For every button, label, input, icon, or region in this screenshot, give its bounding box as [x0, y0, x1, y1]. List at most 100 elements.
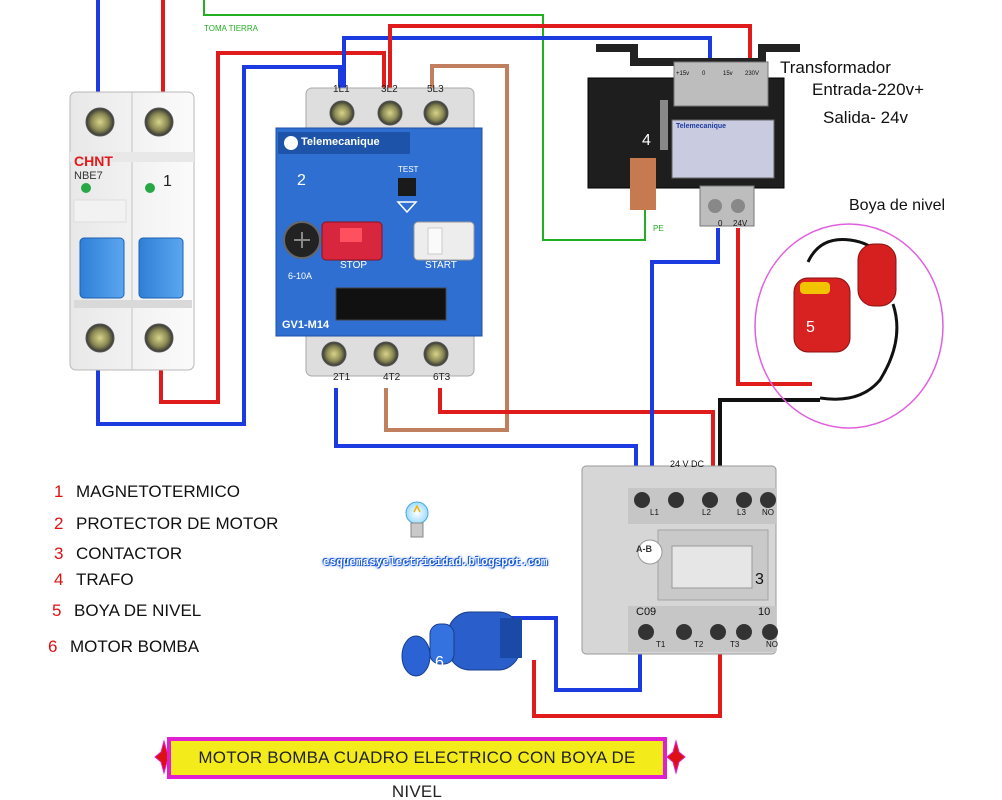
terminal-screw	[710, 624, 726, 640]
wire-trafo-red	[388, 24, 752, 90]
legend-number: 6	[48, 637, 58, 656]
terminal-screw	[423, 341, 449, 367]
test-label: TEST	[398, 165, 419, 174]
terminal-screw	[423, 100, 449, 126]
terminal-label: 2T1	[333, 372, 351, 383]
contactor	[581, 465, 778, 655]
terminal-screw	[736, 492, 752, 508]
ground-label: TOMA TIERRA	[204, 24, 258, 33]
legend-item: 2 PROTECTOR DE MOTOR	[54, 514, 278, 534]
terminal-screw	[321, 341, 347, 367]
terminal-screw	[329, 100, 355, 126]
transformer-in-terminal: +15v	[676, 71, 690, 77]
transformer-number: 4	[642, 132, 651, 149]
terminal-screw	[373, 341, 399, 367]
wire-breaker-blue	[96, 65, 342, 426]
legend-number: 2	[54, 514, 64, 533]
contactor-terminal: T3	[730, 640, 740, 649]
breaker-number: 1	[163, 173, 172, 190]
transformer-title: Transformador	[780, 58, 891, 77]
wire-motor-blue	[500, 616, 642, 692]
legend-number: 4	[54, 570, 64, 589]
terminal-label: 3L2	[381, 84, 398, 95]
wire-coil-blue	[650, 228, 720, 470]
wire-brown	[384, 64, 509, 432]
legend-text: TRAFO	[76, 570, 134, 589]
start-label: START	[425, 260, 457, 271]
pump-motor	[401, 611, 522, 677]
contactor-model: C09	[636, 606, 657, 618]
transformer-in-terminal: 230V	[745, 71, 760, 77]
legend-item: 5 BOYA DE NIVEL	[52, 601, 201, 621]
legend-number: 5	[52, 601, 62, 620]
transformer-out-terminal: 24V	[733, 219, 748, 228]
legend-item: 3 CONTACTOR	[54, 544, 182, 564]
toggle-right	[138, 237, 184, 299]
contactor-terminal: L3	[737, 508, 746, 517]
terminal-label: 6T3	[433, 372, 451, 383]
wires	[96, 0, 820, 718]
wire-motor-red	[532, 648, 722, 718]
float-switch	[754, 223, 944, 429]
pe-label: PE	[653, 224, 664, 233]
contactor-coil: 24 V DC	[670, 459, 705, 469]
toggle-left	[79, 237, 125, 299]
motor-number: 6	[435, 654, 444, 671]
transformer-brand: Telemecanique	[676, 123, 727, 130]
wire-trafo-blue	[342, 36, 712, 90]
breaker-model: NBE7	[74, 170, 103, 182]
contactor-brand: A-B	[636, 544, 652, 554]
legend-item: 4 TRAFO	[54, 570, 134, 590]
terminal-screw	[634, 492, 650, 508]
legend-number: 3	[54, 544, 64, 563]
float-number: 5	[806, 319, 815, 336]
legend-number: 1	[54, 482, 64, 501]
contactor-terminal: T1	[656, 640, 666, 649]
terminal-screw	[736, 624, 752, 640]
terminal-screw	[85, 107, 115, 137]
wire-breaker-red	[159, 51, 386, 404]
transformer-out-terminal: 0	[718, 219, 723, 228]
transformer-output: Salida- 24v	[823, 108, 909, 127]
terminal-screw	[760, 492, 776, 508]
contactor-terminal: T2	[694, 640, 704, 649]
terminal-label: 1L1	[333, 84, 350, 95]
motor-protector	[275, 87, 483, 377]
lightbulb-icon	[405, 501, 429, 538]
legend-text: PROTECTOR DE MOTOR	[76, 514, 279, 533]
wire-ground	[203, 0, 646, 241]
terminal-label: 5L3	[427, 84, 444, 95]
wire-float-red	[736, 228, 812, 386]
contactor-terminal: L2	[702, 508, 711, 517]
contactor-terminal: L1	[650, 508, 659, 517]
breaker-brand: CHNT	[74, 153, 113, 169]
protector-model: GV1-M14	[282, 319, 330, 331]
terminal-screw	[668, 492, 684, 508]
terminal-screw	[85, 323, 115, 353]
range-label: 6-10A	[288, 271, 313, 281]
transformer-in-terminal: 0	[702, 71, 706, 77]
float-title: Boya de nivel	[849, 197, 946, 214]
terminal-screw	[144, 323, 174, 353]
float-highlight-circle	[754, 223, 944, 429]
legend-text: CONTACTOR	[76, 544, 183, 563]
stop-label: STOP	[340, 260, 368, 271]
wire-t3-red	[438, 388, 715, 500]
circuit-breaker	[69, 91, 195, 371]
legend-text: BOYA DE NIVEL	[74, 601, 202, 620]
contactor-number: 3	[755, 571, 764, 588]
contactor-terminal: NO	[766, 640, 778, 649]
terminal-label: 4T2	[383, 372, 401, 383]
terminal-screw	[144, 107, 174, 137]
contactor-terminal: NO	[762, 508, 774, 517]
start-button	[413, 221, 475, 261]
protector-number: 2	[297, 172, 306, 189]
transformer-input: Entrada-220v+	[812, 80, 924, 99]
terminal-screw	[702, 492, 718, 508]
star-icon	[666, 739, 686, 775]
title-banner: MOTOR BOMBA CUADRO ELECTRICO CON BOYA DE…	[167, 737, 667, 800]
